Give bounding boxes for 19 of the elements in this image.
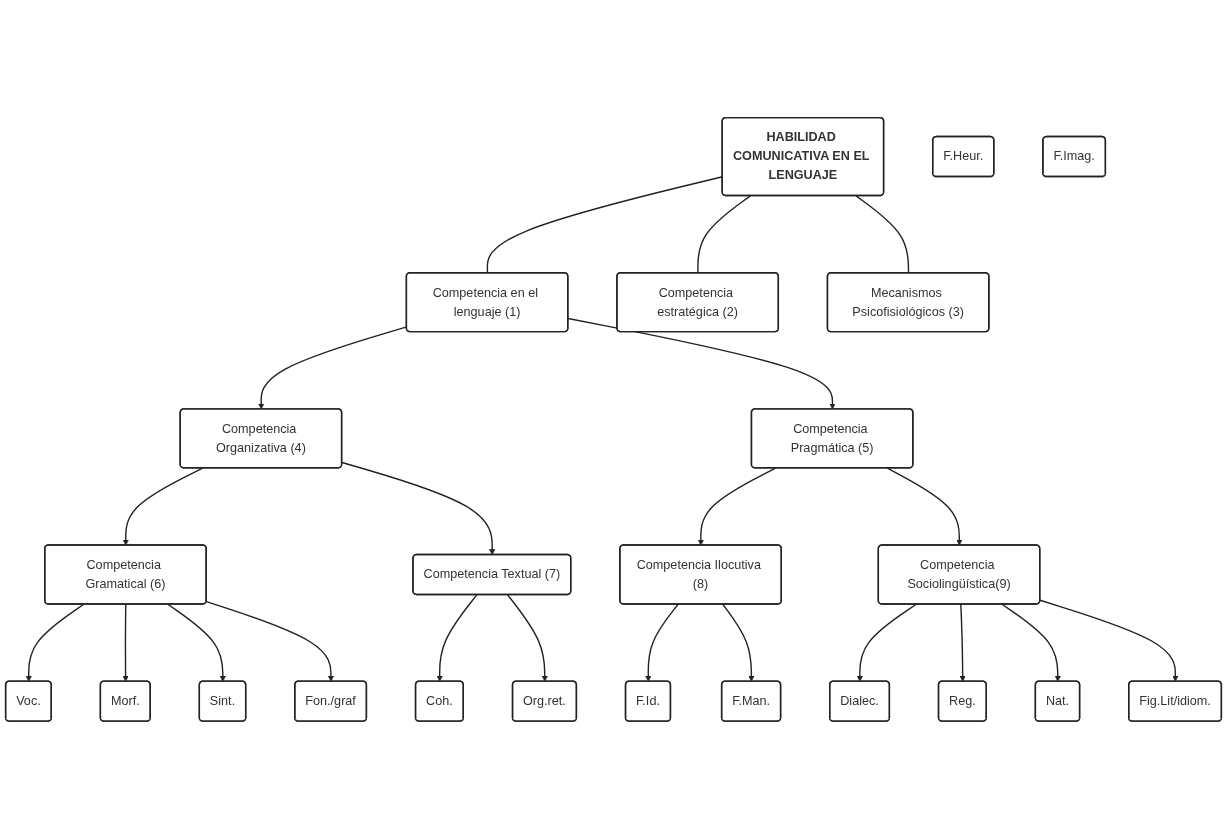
arrow <box>167 603 226 682</box>
arrow <box>122 467 204 546</box>
arrow <box>1001 603 1061 682</box>
arrow <box>205 600 334 682</box>
arrow <box>25 603 85 682</box>
arrow <box>697 467 777 546</box>
arrow <box>1039 599 1179 682</box>
arrow <box>436 593 478 682</box>
arrow <box>341 461 496 555</box>
arrow <box>959 603 966 682</box>
arrow <box>567 317 836 410</box>
arrow <box>645 603 679 682</box>
arrow <box>856 603 917 682</box>
arrow <box>886 467 963 546</box>
connector <box>697 194 752 274</box>
arrow <box>122 603 129 682</box>
arrow <box>506 593 548 682</box>
arrow <box>722 603 755 682</box>
connector <box>855 194 910 274</box>
